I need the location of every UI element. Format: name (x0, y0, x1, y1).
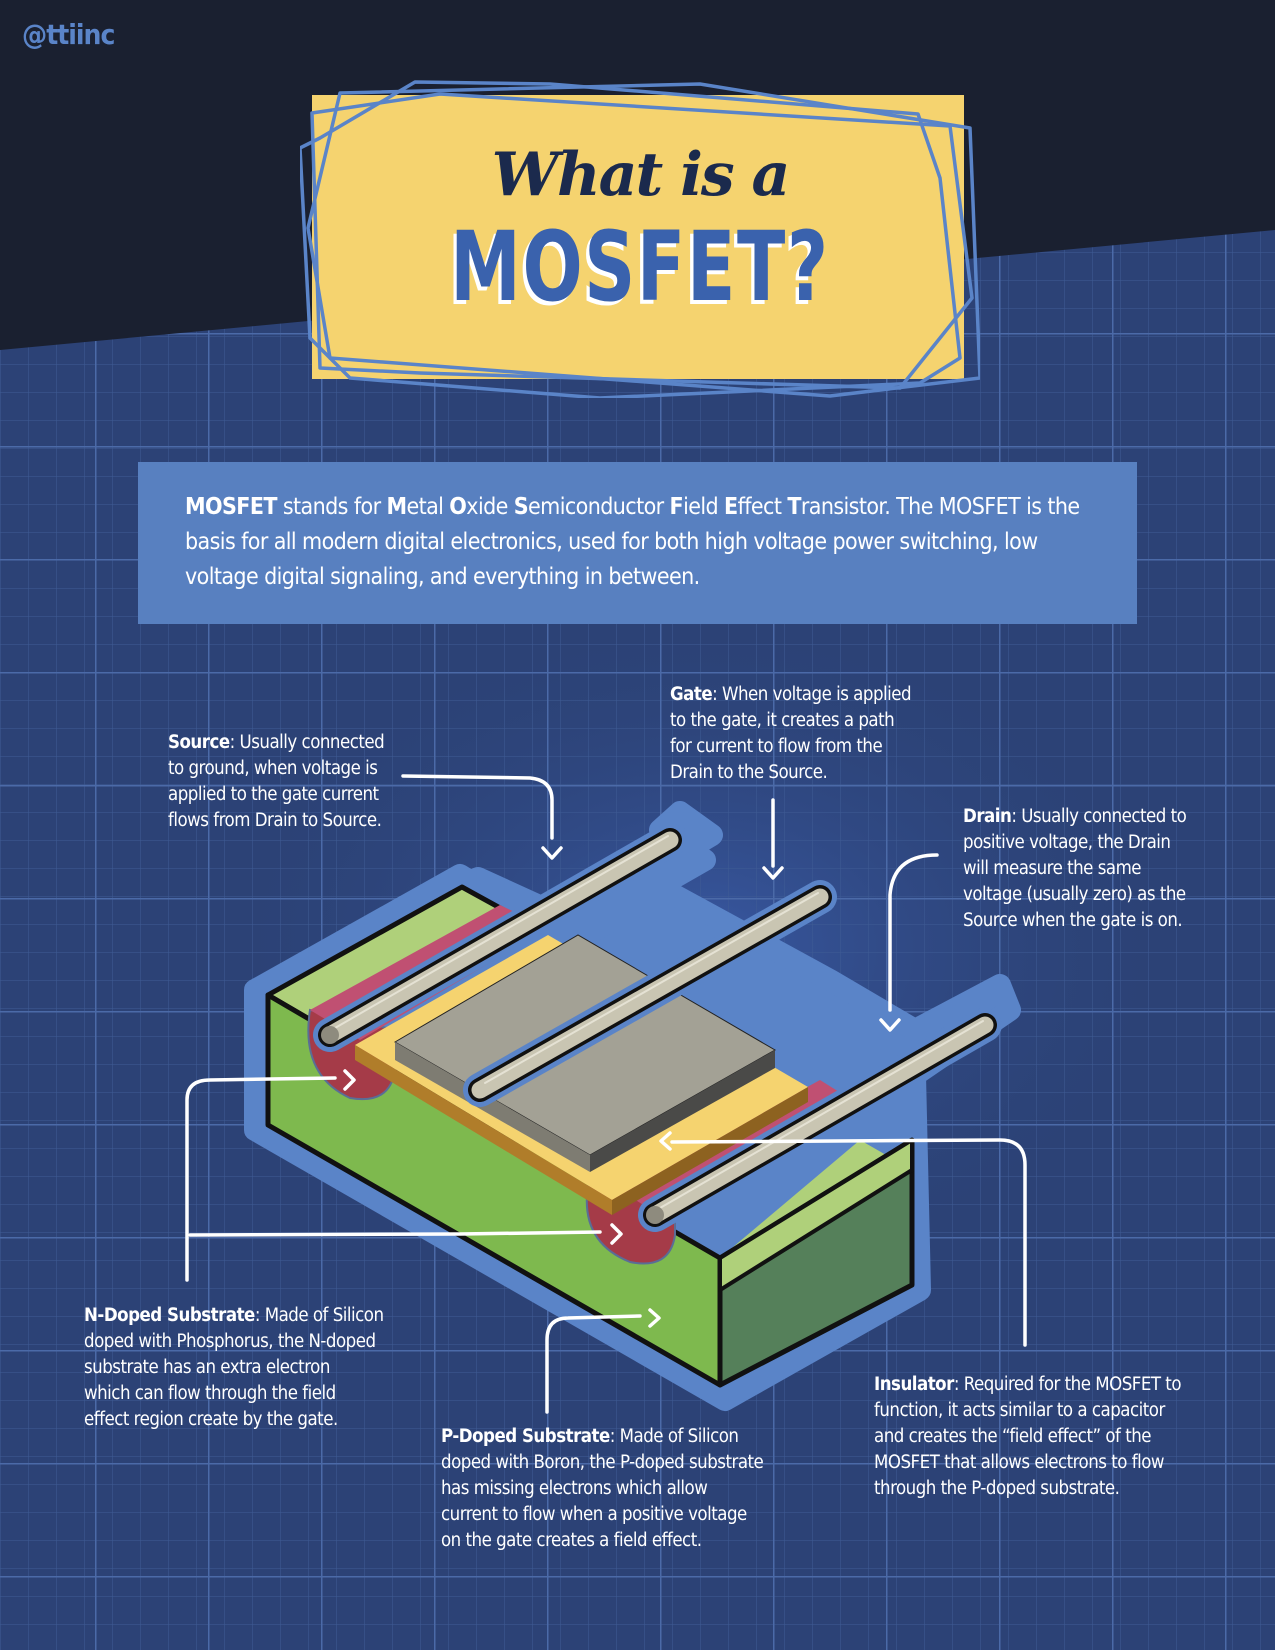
callout-arrows (185, 774, 1027, 1414)
gate-term: Gate (670, 684, 713, 705)
source-label: Source: Usually connected to ground, whe… (168, 732, 385, 831)
insulator-arrow (670, 1138, 1027, 1347)
source-arrow (401, 774, 554, 840)
title-background (312, 95, 964, 379)
p-doped-arrow (545, 1314, 642, 1414)
terminal-rods (313, 823, 1002, 1232)
n-doped-label: N-Doped Substrate: Made of Silicon doped… (84, 1305, 384, 1430)
drain-label: Drain: Usually connected to positive vol… (963, 806, 1187, 931)
n-doped-arrow (185, 1076, 337, 1282)
p-doped-label: P-Doped Substrate: Made of Silicon doped… (441, 1426, 764, 1551)
title-line-1: What is a (491, 140, 791, 210)
n-doped-term: N-Doped Substrate (84, 1305, 255, 1326)
source-term: Source (168, 732, 230, 753)
intro-panel: MOSFET stands for Metal Oxide Semiconduc… (138, 462, 1137, 624)
brand-handle: @ttiinc (22, 18, 115, 51)
intro-text: MOSFET stands for Metal Oxide Semiconduc… (185, 494, 1080, 590)
drain-term: Drain (963, 806, 1012, 827)
gate-label: Gate: When voltage is applied to the gat… (670, 684, 912, 783)
insulator-label: Insulator: Required for the MOSFET to fu… (874, 1374, 1182, 1499)
intro-lead: MOSFET (185, 494, 277, 520)
title-line-2: MOSFET? (450, 211, 830, 323)
title-card: What is a MOSFET? (300, 78, 980, 398)
insulator-term: Insulator (874, 1374, 954, 1395)
p-doped-term: P-Doped Substrate (441, 1426, 610, 1447)
title-frame-lines (300, 80, 980, 398)
drain-arrow (888, 853, 939, 1012)
